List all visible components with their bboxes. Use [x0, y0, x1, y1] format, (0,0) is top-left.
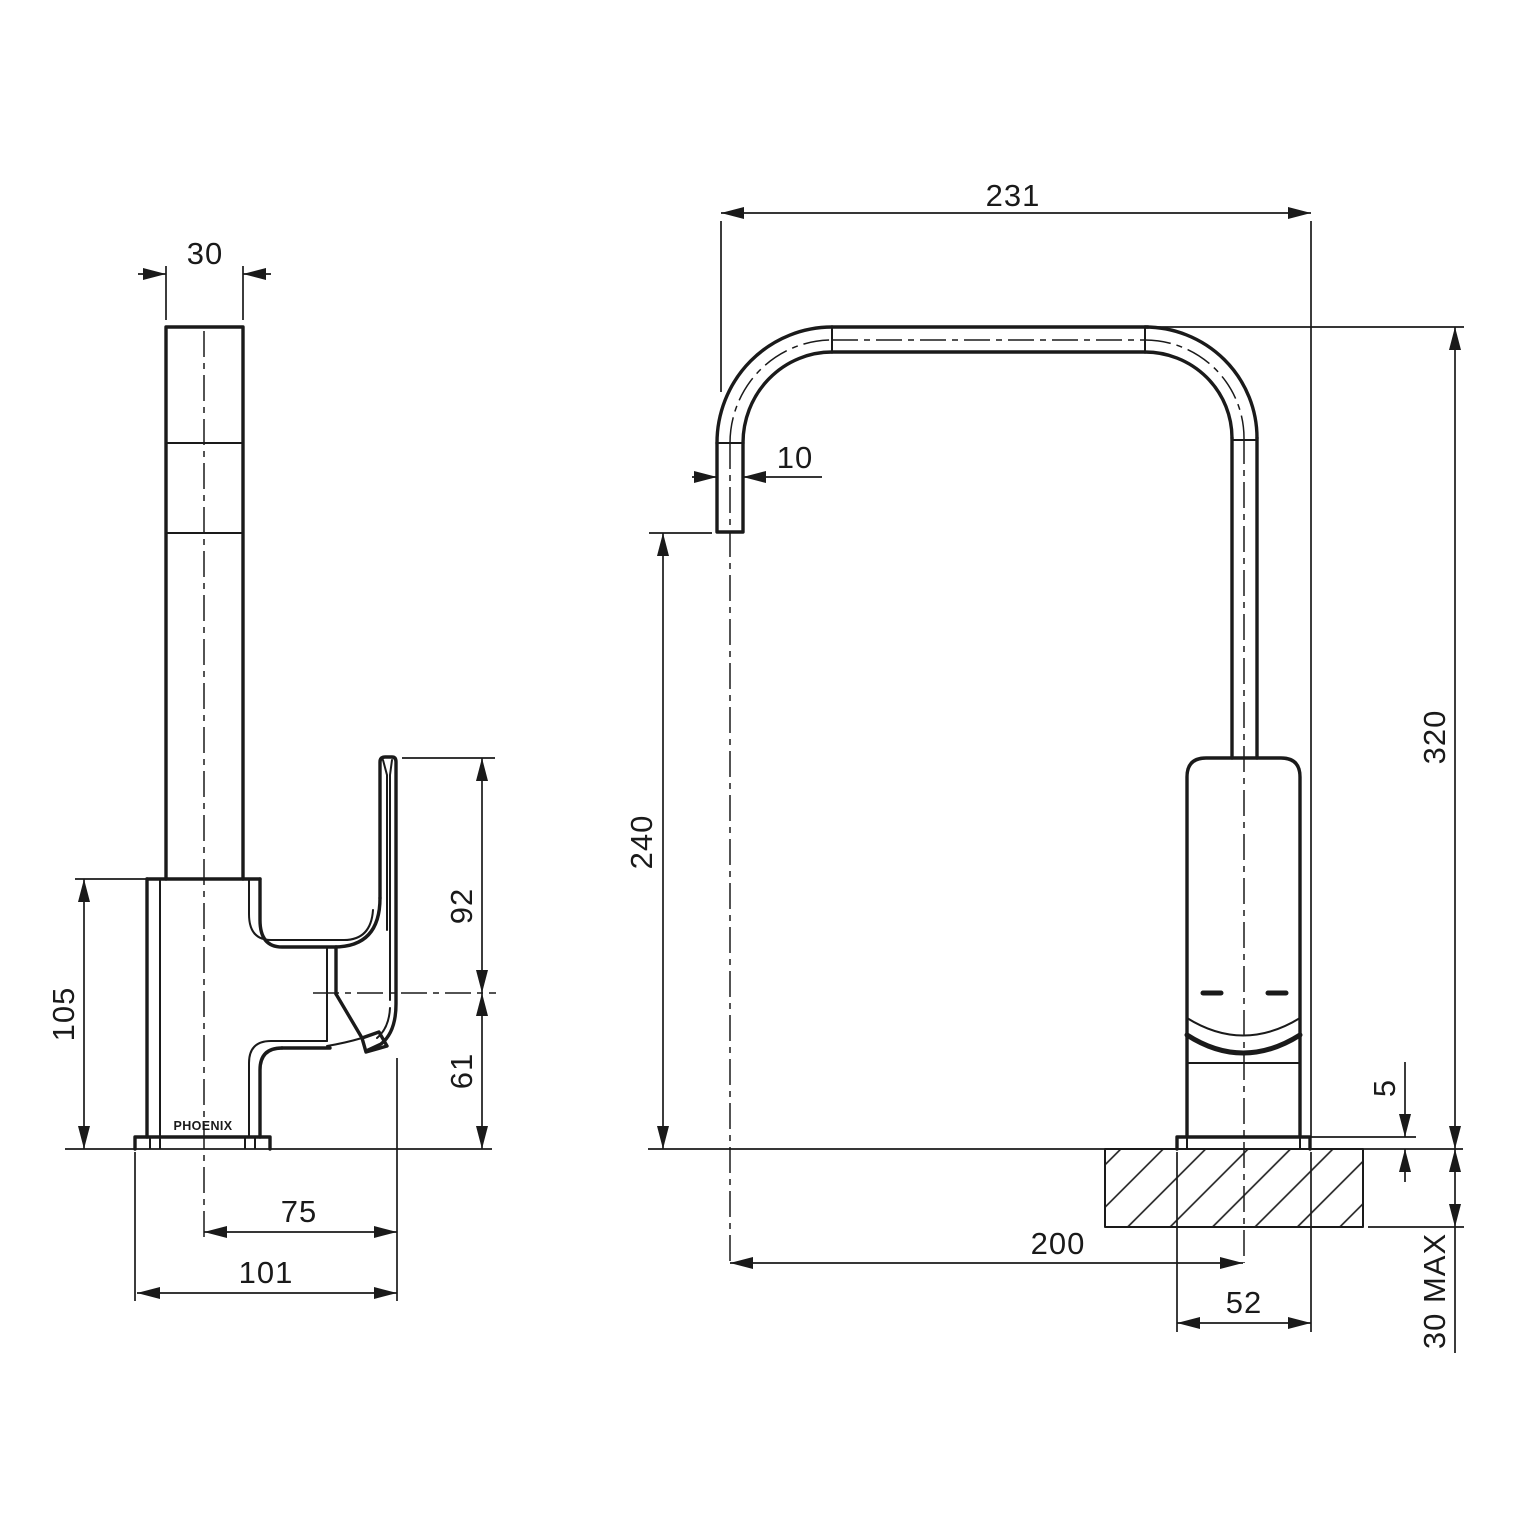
- counter-hatch: [1105, 1149, 1363, 1227]
- dim-label-axis-to-base: 61: [444, 1053, 479, 1089]
- side-view: PHOENIX 30 105 9: [46, 236, 496, 1301]
- counter-section: [648, 1148, 1463, 1228]
- dim-label-spout-width: 30: [187, 236, 223, 271]
- front-spout-outline: [715, 325, 1259, 760]
- side-handle-outline: [360, 755, 398, 1054]
- handle-front-edge: [1184, 1032, 1303, 1056]
- dim-label-outlet-width: 10: [777, 440, 813, 475]
- front-dimensions: 231 10 240 320 5: [624, 178, 1464, 1353]
- front-centerlines: [729, 339, 1245, 1263]
- dim-label-overall-depth: 101: [239, 1255, 294, 1290]
- dim-label-base-plate: 5: [1367, 1079, 1402, 1097]
- dim-label-overall-height: 320: [1417, 710, 1452, 765]
- dim-label-spout-reach: 231: [986, 178, 1041, 213]
- side-base-flange: [133, 1135, 272, 1151]
- dim-label-outlet-clearance: 240: [624, 815, 659, 870]
- dim-label-outlet-offset: 200: [1031, 1226, 1086, 1261]
- dim-label-handle-to-axis: 92: [444, 888, 479, 924]
- side-dimensions: 30 105 92 61 75 101: [46, 236, 495, 1301]
- dim-label-handle-reach: 75: [281, 1194, 317, 1229]
- dim-label-bench-thickness: 30 MAX: [1417, 1233, 1452, 1349]
- brand-logo: PHOENIX: [173, 1119, 232, 1133]
- dim-label-flange-width: 52: [1226, 1285, 1262, 1320]
- dim-label-body-height: 105: [46, 987, 81, 1042]
- side-centerlines: [203, 331, 496, 1240]
- side-body-outline: [145, 877, 382, 1139]
- front-base-flange: [1175, 1135, 1312, 1151]
- front-view: 231 10 240 320 5: [624, 178, 1464, 1353]
